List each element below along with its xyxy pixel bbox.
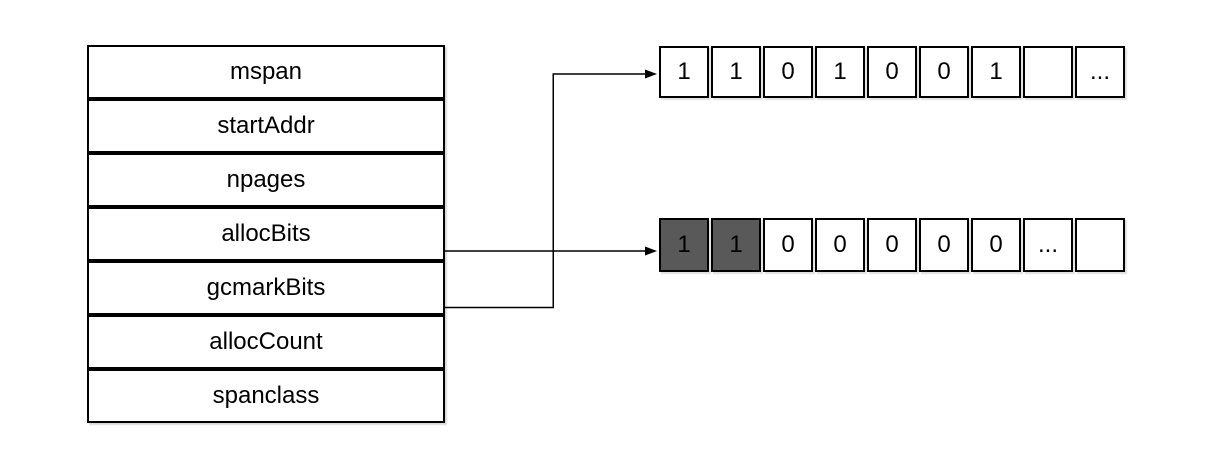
bit-cell-highlighted: 1: [711, 218, 761, 272]
bit-cell: 1: [971, 46, 1021, 98]
struct-row-spanclass: spanclass: [87, 369, 445, 423]
bit-cell: 1: [815, 46, 865, 98]
struct-row-gcmarkbits: gcmarkBits: [87, 261, 445, 315]
struct-row-mspan: mspan: [87, 45, 445, 99]
bit-cell: 0: [867, 46, 917, 98]
bit-cell-empty: [1023, 46, 1073, 98]
bit-cell: 0: [763, 218, 813, 272]
bit-cell: 1: [659, 46, 709, 98]
struct-row-alloccount: allocCount: [87, 315, 445, 369]
bit-cell: 0: [815, 218, 865, 272]
bit-cell: 0: [919, 46, 969, 98]
struct-row-startaddr: startAddr: [87, 99, 445, 153]
mspan-struct-table: mspan startAddr npages allocBits gcmarkB…: [87, 45, 445, 423]
bit-cell: 1: [711, 46, 761, 98]
bit-cell: 0: [971, 218, 1021, 272]
struct-row-allocbits: allocBits: [87, 207, 445, 261]
bit-array-top: 1 1 0 1 0 0 1 ...: [659, 46, 1125, 98]
bit-cell-ellipsis: ...: [1023, 218, 1073, 272]
bit-cell: 0: [919, 218, 969, 272]
bit-cell: 0: [867, 218, 917, 272]
bit-cell-empty: [1075, 218, 1125, 272]
bit-cell-ellipsis: ...: [1075, 46, 1125, 98]
struct-row-npages: npages: [87, 153, 445, 207]
arrow-gcmarkbits-to-top-array: [445, 69, 657, 309]
bit-cell-highlighted: 1: [659, 218, 709, 272]
bit-array-bottom: 1 1 0 0 0 0 0 ...: [659, 218, 1125, 272]
bit-cell: 0: [763, 46, 813, 98]
